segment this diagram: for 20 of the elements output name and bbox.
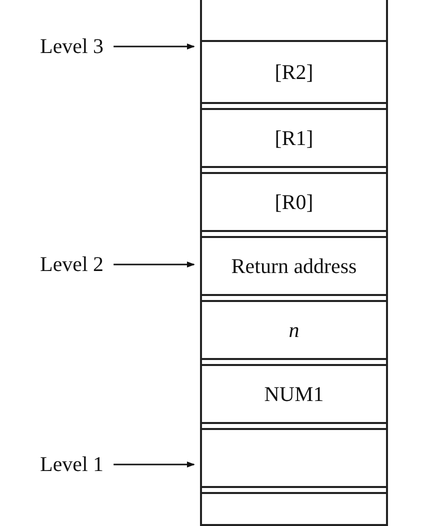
level-label: Level 2 <box>40 252 104 277</box>
arrow <box>114 462 195 468</box>
arrow <box>114 44 195 50</box>
cell-text: NUM1 <box>264 382 324 406</box>
arrow <box>114 262 195 268</box>
stack-cell <box>200 108 388 168</box>
stack-cell <box>200 40 388 104</box>
cell-text: n <box>288 318 300 342</box>
stack-cell <box>200 428 388 488</box>
level-label: Level 3 <box>40 34 104 59</box>
stack-cell <box>200 236 388 296</box>
stack-cell <box>200 492 388 526</box>
level-label: Level 1 <box>40 452 104 477</box>
stack-cell <box>200 300 388 360</box>
cell-text: [R0] <box>274 190 314 214</box>
stack-cell <box>200 172 388 232</box>
stack-cell <box>200 364 388 424</box>
cell-text: Return address <box>231 254 357 278</box>
cell-text: [R2] <box>274 60 314 84</box>
cell-text: [R1] <box>274 126 314 150</box>
